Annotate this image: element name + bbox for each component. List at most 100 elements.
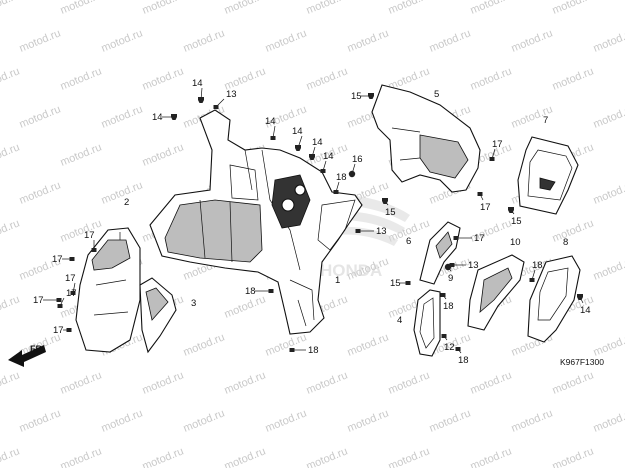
watermark-text: motod.ru [100, 27, 145, 54]
callout-c7[interactable]: 14 [320, 151, 334, 173]
callout-c14[interactable]: 17 [477, 192, 491, 213]
clip-icon [577, 294, 583, 300]
watermark-text: motod.ru [59, 217, 104, 244]
clip-icon [198, 97, 204, 103]
watermark-text: motod.ru [182, 407, 227, 434]
callout-label: 14 [580, 305, 591, 316]
callout-c24[interactable]: 3 [191, 298, 196, 309]
callout-c8[interactable]: 16 [348, 154, 363, 178]
watermark-text: motod.ru [100, 103, 145, 130]
callout-label: 10 [510, 237, 521, 248]
watermark-text: motod.ru [223, 369, 268, 396]
callout-label: 12 [444, 342, 455, 353]
callout-c9[interactable]: 18 [333, 172, 347, 194]
callout-c29[interactable]: 6 [406, 236, 411, 247]
callout-label: 18 [532, 260, 543, 271]
callout-c25[interactable]: 18 [245, 286, 274, 297]
screw-icon [320, 169, 326, 173]
callout-c18[interactable]: 17 [84, 230, 97, 252]
callout-c37[interactable]: 18 [440, 293, 454, 312]
bracket-part-6[interactable] [419, 221, 461, 285]
callout-label: 15 [390, 278, 401, 289]
watermark-text: motod.ru [141, 445, 186, 468]
screw-icon [289, 348, 295, 352]
screw-icon [66, 328, 72, 332]
callout-c3[interactable]: 14 [152, 112, 177, 123]
callout-c34[interactable]: 8 [563, 237, 568, 248]
callout-c23[interactable]: 17 [53, 325, 72, 336]
watermark-text: motod.ru [469, 369, 514, 396]
watermark-text: motod.ru [346, 407, 391, 434]
callout-label: 17 [474, 233, 485, 244]
callout-c40[interactable]: 18 [455, 347, 469, 366]
clip-icon [382, 198, 388, 204]
callout-c15[interactable]: 15 [382, 198, 396, 218]
callout-label: 7 [543, 115, 548, 126]
callout-c6[interactable]: 14 [309, 137, 323, 160]
callout-label: 18 [458, 355, 469, 366]
upper-cover-part-5[interactable] [371, 84, 481, 193]
callout-c16[interactable]: 15 [508, 207, 522, 227]
callout-c17[interactable]: 2 [124, 197, 129, 208]
screw-icon [333, 190, 339, 194]
lid-part-7[interactable] [517, 136, 579, 215]
callout-c20[interactable]: 17 [65, 273, 76, 295]
callout-c5[interactable]: 14 [292, 126, 303, 151]
watermark-text: motod.ru [387, 369, 432, 396]
callout-c13[interactable]: 17 [489, 139, 503, 161]
callout-c22[interactable]: 17 [33, 295, 62, 306]
clip-icon [295, 145, 301, 151]
panel-part-10[interactable] [467, 254, 525, 331]
callout-c19[interactable]: 17 [52, 254, 75, 265]
callout-label: 18 [245, 286, 256, 297]
callout-c35[interactable]: 18 [529, 260, 543, 282]
inner-cover-part-1[interactable] [149, 109, 363, 335]
callout-c12[interactable]: 7 [543, 115, 548, 126]
left-trim-part-3[interactable] [139, 277, 177, 354]
direction-label: FR. [30, 344, 45, 354]
side-cover-part-8[interactable] [527, 255, 581, 343]
watermark-text: motod.ru [0, 141, 21, 168]
callout-c36[interactable]: 9 [444, 263, 453, 284]
callout-c33[interactable]: 10 [510, 237, 521, 248]
callout-c31[interactable]: 13 [449, 260, 479, 271]
callout-c30[interactable]: 17 [453, 233, 485, 244]
callout-c26[interactable]: 1 [335, 275, 340, 286]
screw-icon [57, 304, 63, 308]
callout-c11[interactable]: 5 [434, 89, 439, 100]
callout-label: 16 [352, 154, 363, 165]
callout-c10[interactable]: 15 [351, 91, 374, 102]
nut-icon [348, 170, 356, 178]
watermark-text: motod.ru [0, 369, 21, 396]
callout-c4[interactable]: 14 [265, 116, 276, 140]
watermark-text: motod.ru [0, 445, 21, 468]
callout-c28[interactable]: 13 [355, 226, 387, 237]
callout-c21[interactable]: 17 [57, 288, 77, 308]
clip-icon [171, 114, 177, 120]
watermark-text: motod.ru [305, 0, 350, 17]
watermark-text: motod.ru [592, 407, 625, 434]
screw-icon [213, 105, 219, 109]
watermark-text: motod.ru [59, 65, 104, 92]
watermark-text: motod.ru [551, 217, 596, 244]
callout-label: 8 [563, 237, 568, 248]
callout-c27[interactable]: 18 [289, 345, 319, 356]
callout-label: 17 [492, 139, 503, 150]
watermark-text: motod.ru [510, 407, 555, 434]
callout-c1[interactable]: 14 [192, 78, 204, 103]
screw-icon [489, 157, 495, 161]
callout-c41[interactable]: 14 [577, 294, 591, 316]
watermark-text: motod.ru [182, 331, 227, 358]
watermark-text: motod.ru [0, 293, 21, 320]
callout-label: 17 [65, 273, 76, 284]
frame-part-4[interactable] [413, 289, 441, 357]
callout-c38[interactable]: 4 [397, 315, 402, 326]
callout-label: 14 [265, 116, 276, 127]
callout-c39[interactable]: 12 [441, 334, 455, 353]
left-lid-part-2[interactable] [75, 227, 141, 353]
clip-icon [508, 207, 514, 213]
clip-icon [368, 93, 374, 99]
callout-c32[interactable]: 15 [390, 278, 411, 289]
callout-c2[interactable]: 13 [213, 89, 237, 109]
